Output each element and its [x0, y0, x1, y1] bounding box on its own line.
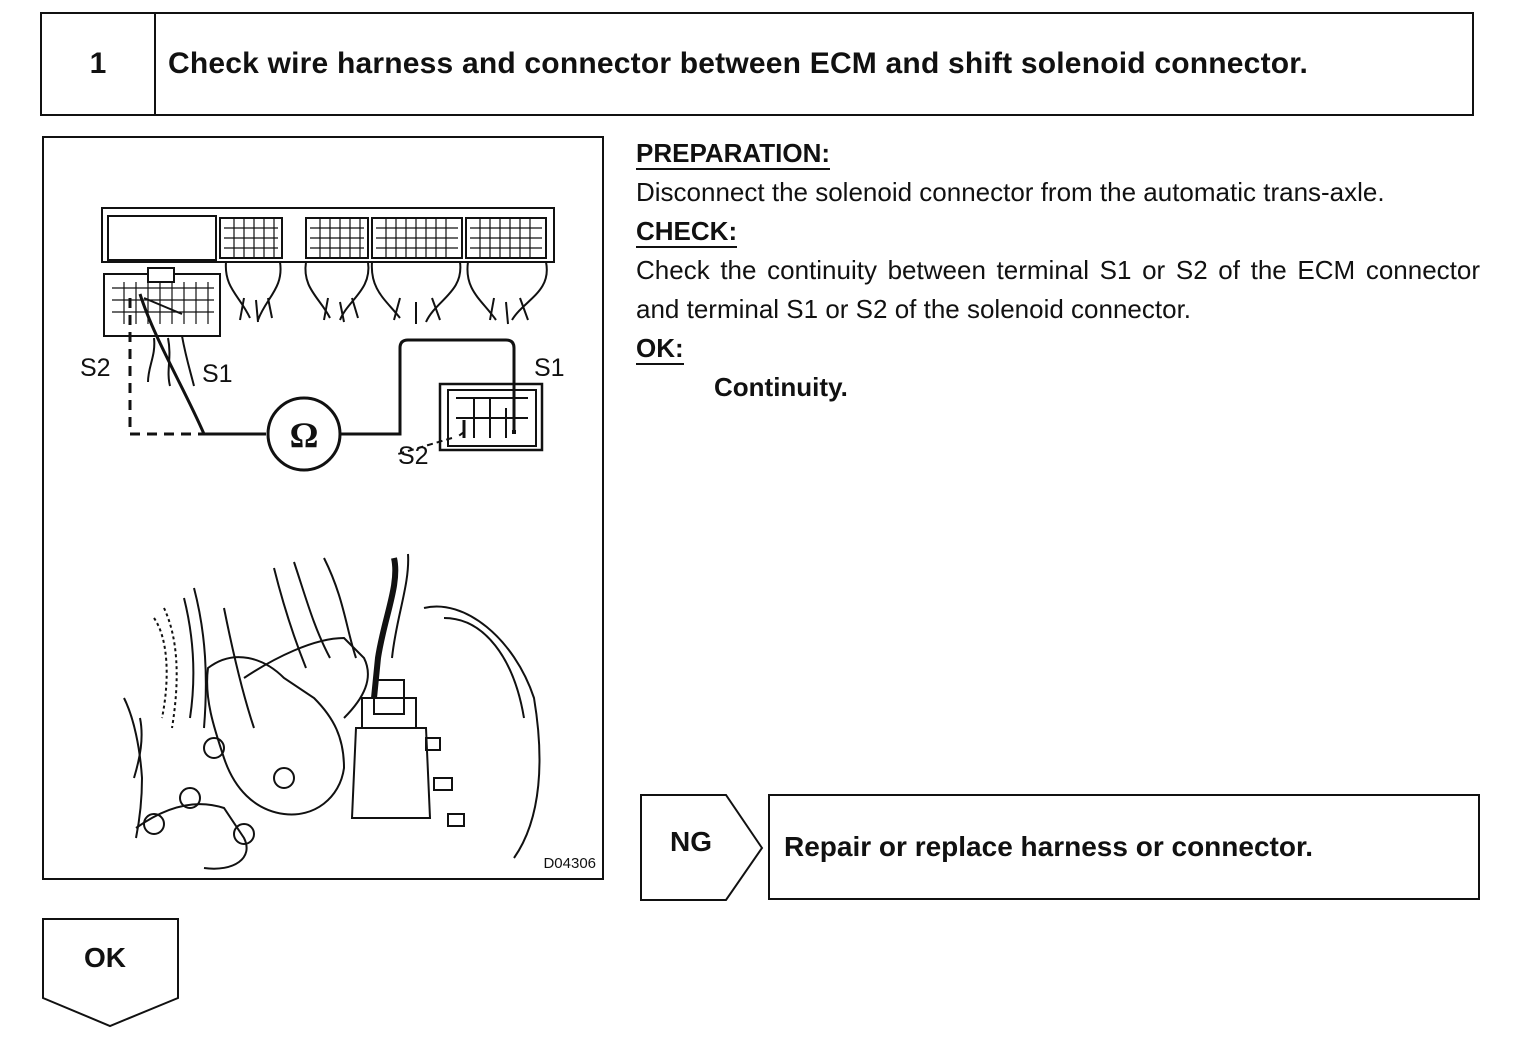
- ok-flow-marker: OK: [42, 918, 182, 1035]
- ohm-symbol: Ω: [290, 415, 319, 455]
- ecm-s1-label: S1: [202, 360, 233, 388]
- solenoid-connector: [438, 382, 544, 452]
- check-text: Check the continuity between terminal S1…: [636, 255, 1480, 324]
- check-label: CHECK:: [636, 216, 738, 248]
- ok-label: OK: [84, 942, 126, 973]
- ecm-s2-label: S2: [80, 354, 111, 382]
- ecm-connector-body: [101, 207, 555, 263]
- ng-arrow-icon: [640, 794, 764, 901]
- ng-action-box: Repair or replace harness or connector.: [768, 794, 1480, 900]
- instructions-panel: PREPARATION: Disconnect the solenoid con…: [636, 134, 1480, 407]
- diagram-figure: S2 S1 S1 S2 Ω: [42, 136, 604, 880]
- ok-criteria-label: OK:: [636, 333, 684, 365]
- step-number: 1: [42, 14, 156, 114]
- preparation-label: PREPARATION:: [636, 138, 831, 170]
- wiring-illustration: S2 S1 S1 S2 Ω: [80, 207, 565, 870]
- solenoid-s2-label: S2: [398, 442, 429, 470]
- step-title: Check wire harness and connector between…: [168, 47, 1309, 80]
- ok-arrow-icon: [42, 918, 179, 1028]
- preparation-text: Disconnect the solenoid connector from t…: [636, 177, 1385, 207]
- ok-criteria-value: Continuity.: [714, 372, 848, 402]
- ng-label: NG: [670, 826, 712, 857]
- transaxle-sketch: [123, 553, 541, 870]
- step-header: 1 Check wire harness and connector betwe…: [40, 12, 1474, 116]
- figure-id: D04306: [543, 855, 596, 872]
- solenoid-s1-label: S1: [534, 354, 565, 382]
